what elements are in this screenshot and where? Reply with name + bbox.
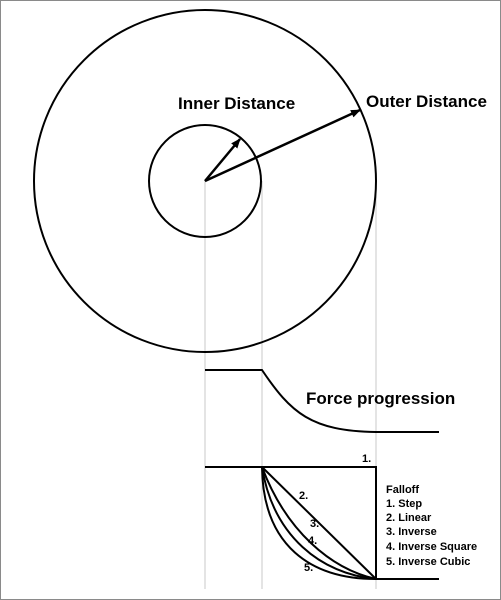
falloff-inverse-curve: [261, 466, 377, 580]
falloff-curves: [205, 466, 439, 580]
curve-number-inverse-cubic: 5.: [304, 562, 313, 574]
legend-item-inverse-cubic: 5. Inverse Cubic: [386, 556, 470, 568]
legend-item-inverse: 3. Inverse: [386, 526, 437, 538]
falloff-inverse-cubic-curve: [261, 466, 377, 580]
inner-distance-label: Inner Distance: [178, 94, 295, 113]
curve-number-inverse-square: 4.: [308, 535, 317, 547]
inner-circle: [148, 124, 262, 238]
curve-number-inverse: 3.: [310, 518, 319, 530]
curve-number-step: 1.: [362, 453, 371, 465]
inner-radius-arrow: [204, 138, 241, 182]
outer-radius-arrow: [204, 108, 361, 183]
curve-number-linear: 2.: [299, 490, 308, 502]
outer-circle: [33, 9, 377, 353]
falloff-step-curve: [262, 466, 377, 579]
force-progression-label: Force progression: [306, 389, 455, 408]
outer-distance-label: Outer Distance: [366, 92, 487, 111]
falloff-linear-curve: [261, 466, 377, 580]
legend-item-step: 1. Step: [386, 498, 422, 510]
falloff-inverse-square-curve: [261, 466, 377, 580]
guide-lines: [204, 181, 377, 589]
force-progression-curve: [205, 369, 439, 433]
falloff-legend: Falloff 1. Step 2. Linear 3. Inverse 4. …: [386, 484, 477, 568]
legend-title: Falloff: [386, 484, 419, 496]
legend-item-inverse-square: 4. Inverse Square: [386, 541, 477, 553]
legend-item-linear: 2. Linear: [386, 512, 432, 524]
